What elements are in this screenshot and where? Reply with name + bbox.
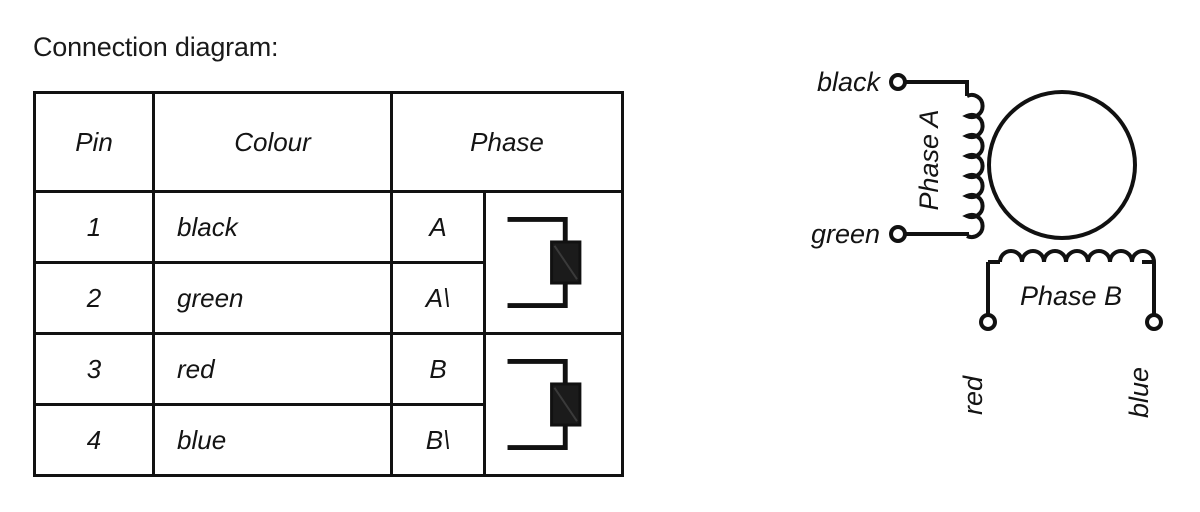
label-phase-a: Phase A [914, 109, 944, 210]
coil-symbol-phase-a-icon [486, 193, 621, 332]
cell-colour: red [152, 332, 393, 406]
cell-phase: B\ [390, 403, 486, 477]
cell-coil-symbol-b [482, 332, 625, 477]
label-green: green [811, 219, 880, 249]
label-black: black [817, 67, 882, 97]
cell-phase: A [390, 190, 486, 264]
table-row: 2 green A\ [33, 261, 623, 335]
cell-pin: 3 [33, 332, 155, 406]
cell-colour: black [152, 190, 393, 264]
wire-black [905, 80, 969, 96]
motor-schematic: black green Phase A Phase B red blue [760, 20, 1190, 450]
terminal-red-icon [979, 313, 997, 331]
terminal-black-icon [889, 73, 907, 91]
coil-phase-b [998, 249, 1156, 263]
label-red: red [958, 375, 988, 415]
cell-pin: 1 [33, 190, 155, 264]
header-cell-colour: Colour [152, 91, 393, 193]
table-row: 1 black A [33, 190, 625, 335]
pin-colour-phase-table: Pin Colour Phase 1 black A [33, 91, 625, 477]
cell-phase: A\ [390, 261, 486, 335]
label-blue: blue [1124, 367, 1154, 418]
table-header-row: Pin Colour Phase [33, 91, 625, 193]
coil-symbol-phase-b-icon [486, 335, 621, 474]
cell-pin: 4 [33, 403, 155, 477]
table-row: 3 red B [33, 332, 625, 477]
coil-phase-a [962, 93, 985, 239]
connection-table: Pin Colour Phase 1 black A [33, 91, 625, 477]
table-row: 4 blue B\ [33, 403, 623, 477]
cell-phase: B [390, 332, 486, 406]
cell-colour: blue [152, 403, 393, 477]
header-cell-pin: Pin [33, 91, 155, 193]
cell-colour: green [152, 261, 393, 335]
cell-coil-symbol-a [482, 190, 625, 335]
page-title: Connection diagram: [33, 32, 279, 62]
terminal-green-icon [889, 225, 907, 243]
rotor-circle-icon [987, 90, 1137, 240]
label-phase-b: Phase B [1020, 281, 1122, 311]
wire-green [905, 232, 969, 236]
terminal-blue-icon [1145, 313, 1163, 331]
cell-pin: 2 [33, 261, 155, 335]
header-cell-phase: Phase [389, 91, 625, 193]
